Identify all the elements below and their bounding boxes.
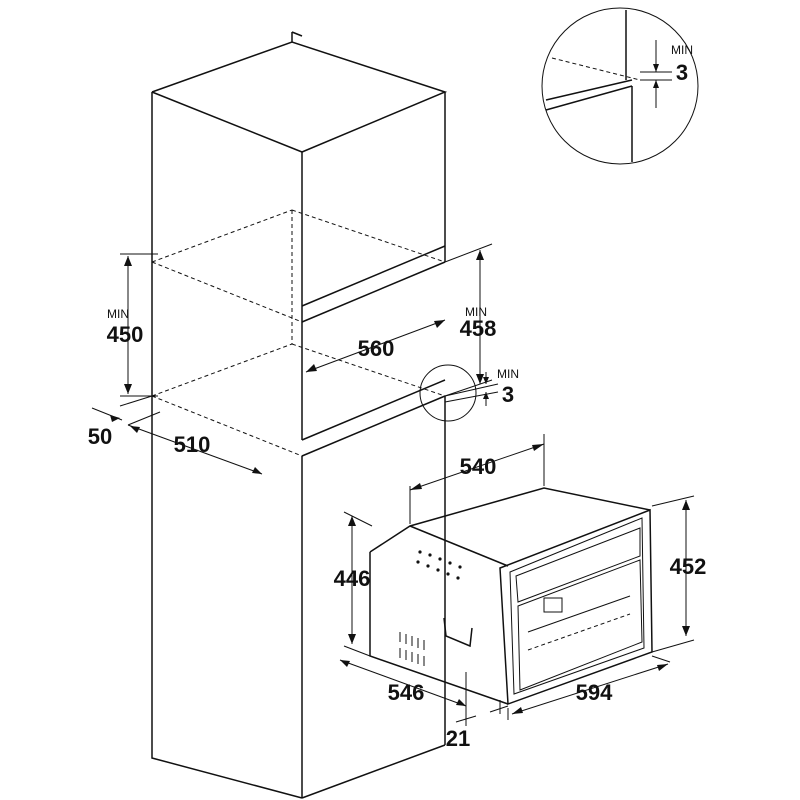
value-3-detail: 3 xyxy=(676,60,688,85)
dim-opening-height-458: MIN 458 xyxy=(444,243,497,397)
niche-outline xyxy=(151,209,446,457)
dim-niche-width-560: 560 xyxy=(305,319,446,373)
value-21: 21 xyxy=(446,726,470,751)
tall-cabinet xyxy=(151,31,448,799)
dim-body-depth-546: 546 xyxy=(339,659,467,707)
min-label-3-detail: MIN xyxy=(671,43,693,57)
side-vents xyxy=(399,632,425,666)
dim-depth-540: 540 xyxy=(409,434,545,524)
value-510: 510 xyxy=(174,432,211,457)
value-3-lower: 3 xyxy=(502,382,514,407)
gap-detail-inset: MIN 3 xyxy=(541,7,699,165)
dim-front-offset-50: 50 xyxy=(88,395,161,449)
value-546: 546 xyxy=(388,680,425,705)
value-446: 446 xyxy=(334,566,371,591)
top-vents xyxy=(416,550,462,580)
dim-body-height-446: 446 xyxy=(334,511,373,657)
dim-niche-depth-510: 510 xyxy=(127,424,263,475)
coffee-machine xyxy=(369,487,653,706)
dim-gap-min-3: MIN 3 xyxy=(419,364,519,422)
dim-panel-21: 21 xyxy=(446,672,509,751)
dim-front-height-452: 452 xyxy=(651,495,707,653)
value-50: 50 xyxy=(88,424,112,449)
min-label-458: MIN xyxy=(465,305,487,319)
min-label-3-lower: MIN xyxy=(497,367,519,381)
dim-front-width-594: 594 xyxy=(507,655,671,720)
value-452: 452 xyxy=(670,554,707,579)
value-540: 540 xyxy=(460,454,497,479)
min-label-450: MIN xyxy=(107,307,129,321)
value-594: 594 xyxy=(576,680,613,705)
value-458: 458 xyxy=(460,316,497,341)
dim-niche-height-450: MIN 450 xyxy=(107,253,158,397)
value-560: 560 xyxy=(358,336,395,361)
value-450: 450 xyxy=(107,322,144,347)
side-handle xyxy=(443,617,473,648)
